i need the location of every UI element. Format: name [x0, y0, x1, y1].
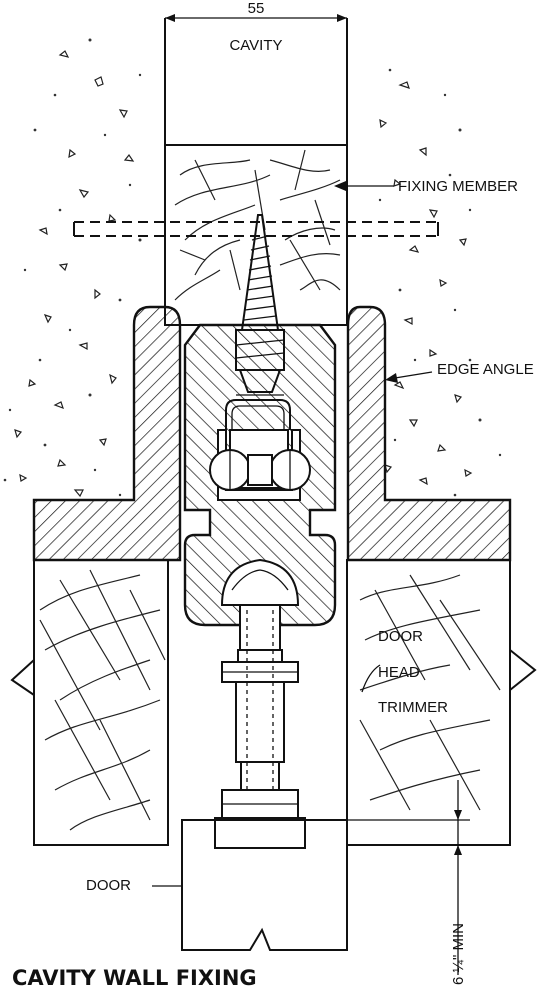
concrete-left — [3, 38, 142, 498]
clearance-label: 6 ¼" MIN — [450, 923, 467, 985]
fixing-member-arrow — [334, 181, 346, 191]
door-section — [181, 819, 348, 951]
spring-clip — [225, 399, 291, 430]
cavity-label: CAVITY — [229, 37, 282, 54]
roller-spacer — [247, 454, 273, 486]
clearance-arrow-top — [454, 810, 462, 820]
door-head-trimmer-right — [346, 559, 511, 846]
door-head-trimmer-left — [33, 559, 169, 846]
edge-angle-label: EDGE ANGLE — [437, 361, 534, 378]
door-head-leader — [361, 664, 381, 693]
drawing-title: CAVITY WALL FIXING — [12, 966, 257, 990]
door-head-label-head: HEAD — [378, 664, 420, 681]
dimension-value: 55 — [248, 0, 265, 17]
door-head-label-door: DOOR — [378, 628, 423, 645]
spring-clip-inner — [231, 405, 285, 430]
concrete-right — [378, 68, 502, 497]
door-head-label-trimmer: TRIMMER — [378, 699, 448, 716]
edge-angle-leader — [394, 371, 433, 379]
fixing-member-label: FIXING MEMBER — [398, 178, 518, 195]
dimension-arrow-left — [165, 14, 175, 22]
clearance-arrow-bottom — [454, 845, 462, 855]
door-label: DOOR — [86, 877, 131, 894]
fixing-screw — [235, 214, 285, 396]
edge-angle-arrow — [385, 373, 398, 383]
edge-angle-right — [346, 305, 512, 562]
break-line-right — [509, 649, 537, 691]
dimension-arrow-right — [337, 14, 347, 22]
hanging-bolt — [214, 558, 306, 849]
break-line-left — [10, 659, 35, 696]
edge-angle-left — [32, 305, 182, 562]
